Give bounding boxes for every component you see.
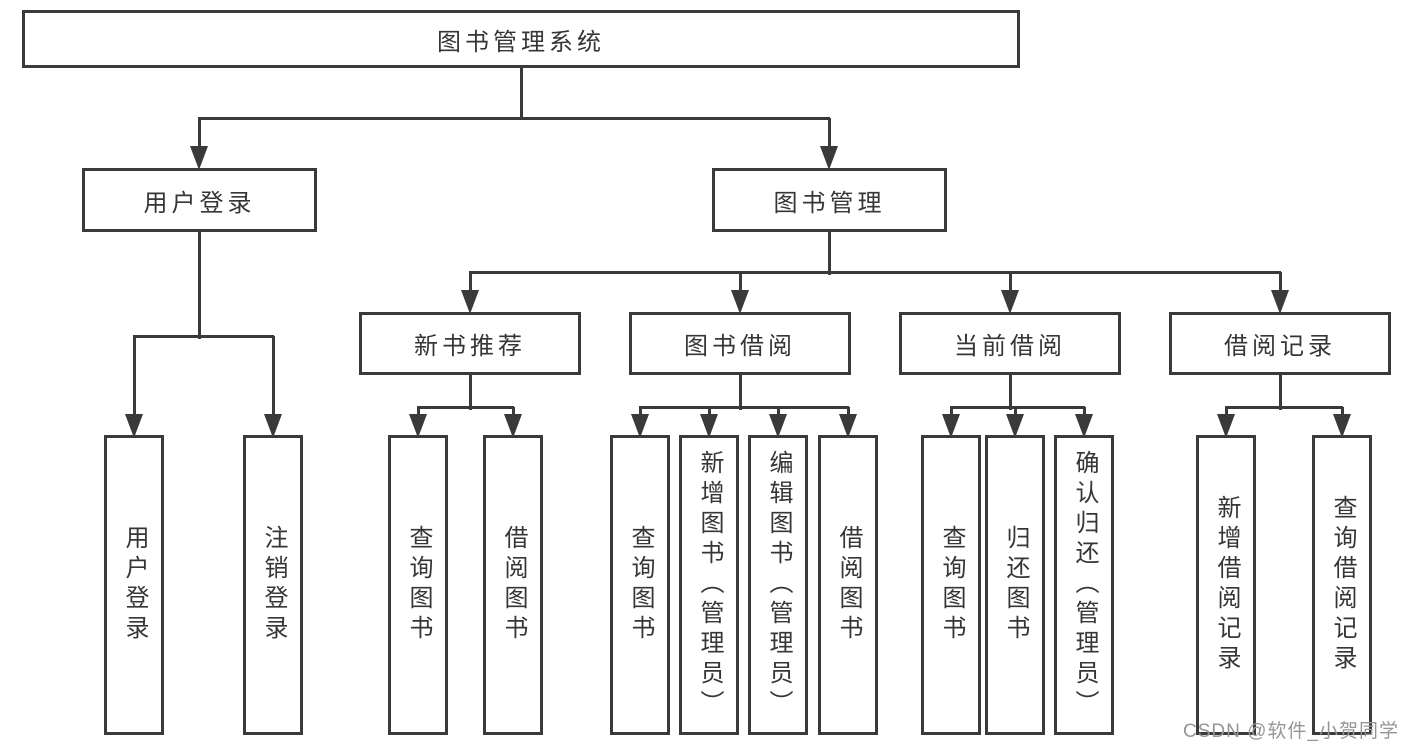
connector-line [639, 406, 849, 409]
arrowhead-down-icon [631, 414, 649, 438]
connector-line [198, 232, 201, 339]
arrowhead-down-icon [1217, 414, 1235, 438]
node-leaf-query-books-rec: 查询图书 [388, 435, 448, 735]
connector-line [417, 407, 420, 416]
connector-line [708, 407, 711, 416]
node-user-login: 用户登录 [82, 168, 317, 232]
arrowhead-down-icon [125, 414, 143, 438]
connector-line [1083, 407, 1086, 416]
arrowhead-down-icon [820, 146, 838, 170]
connector-line [828, 232, 831, 275]
node-leaf-logout: 注销登录 [243, 435, 303, 735]
node-leaf-borrow-books: 借阅图书 [818, 435, 878, 735]
node-leaf-query-books-current: 查询图书 [921, 435, 981, 735]
connector-line [950, 406, 1085, 409]
connector-line [739, 375, 742, 410]
arrowhead-down-icon [190, 146, 208, 170]
connector-line [417, 406, 514, 409]
arrowhead-down-icon [264, 414, 282, 438]
node-leaf-confirm-return-admin: 确认归还（管理员） [1054, 435, 1114, 735]
arrowhead-down-icon [409, 414, 427, 438]
connector-line [828, 118, 831, 147]
node-leaf-user-login: 用户登录 [104, 435, 164, 735]
watermark: CSDN @软件_小贺同学 [1183, 721, 1399, 742]
connector-line [469, 272, 472, 293]
connector-line [1341, 407, 1344, 416]
node-leaf-query-books-borrow: 查询图书 [610, 435, 670, 735]
connector-line [1225, 406, 1343, 409]
connector-line [198, 118, 201, 147]
connector-line [1014, 407, 1017, 416]
node-library-system: 图书管理系统 [22, 10, 1020, 68]
arrowhead-down-icon [1001, 290, 1019, 314]
connector-line [469, 271, 1281, 274]
connector-line [847, 407, 850, 416]
connector-line [469, 375, 472, 410]
arrowhead-down-icon [769, 414, 787, 438]
connector-line [950, 407, 953, 416]
node-book-borrowing: 图书借阅 [629, 312, 851, 375]
arrowhead-down-icon [461, 290, 479, 314]
connector-line [133, 335, 274, 338]
connector-line [1009, 272, 1012, 293]
arrowhead-down-icon [504, 414, 522, 438]
node-leaf-query-borrow-record: 查询借阅记录 [1312, 435, 1372, 735]
arrowhead-down-icon [731, 290, 749, 314]
connector-line [739, 272, 742, 293]
arrowhead-down-icon [942, 414, 960, 438]
node-new-book-recommend: 新书推荐 [359, 312, 581, 375]
connector-line [1009, 375, 1012, 410]
node-borrowing-records: 借阅记录 [1169, 312, 1391, 375]
node-book-management: 图书管理 [712, 168, 947, 232]
connector-line [639, 407, 642, 416]
connector-line [1279, 375, 1282, 410]
node-leaf-edit-books-admin: 编辑图书（管理员） [748, 435, 808, 735]
connector-line [777, 407, 780, 416]
node-leaf-borrow-books-rec: 借阅图书 [483, 435, 543, 735]
arrowhead-down-icon [1006, 414, 1024, 438]
arrowhead-down-icon [1075, 414, 1093, 438]
connector-line [512, 407, 515, 416]
node-leaf-add-books-admin: 新增图书（管理员） [679, 435, 739, 735]
node-leaf-add-borrow-record: 新增借阅记录 [1196, 435, 1256, 735]
arrowhead-down-icon [839, 414, 857, 438]
connector-line [1279, 272, 1282, 293]
arrowhead-down-icon [1333, 414, 1351, 438]
connector-line [520, 68, 523, 120]
arrowhead-down-icon [1271, 290, 1289, 314]
connector-line [198, 117, 830, 120]
node-current-borrowing: 当前借阅 [899, 312, 1121, 375]
connector-line [272, 336, 275, 416]
node-leaf-return-books: 归还图书 [985, 435, 1045, 735]
arrowhead-down-icon [700, 414, 718, 438]
connector-line [1225, 407, 1228, 416]
connector-line [133, 336, 136, 416]
